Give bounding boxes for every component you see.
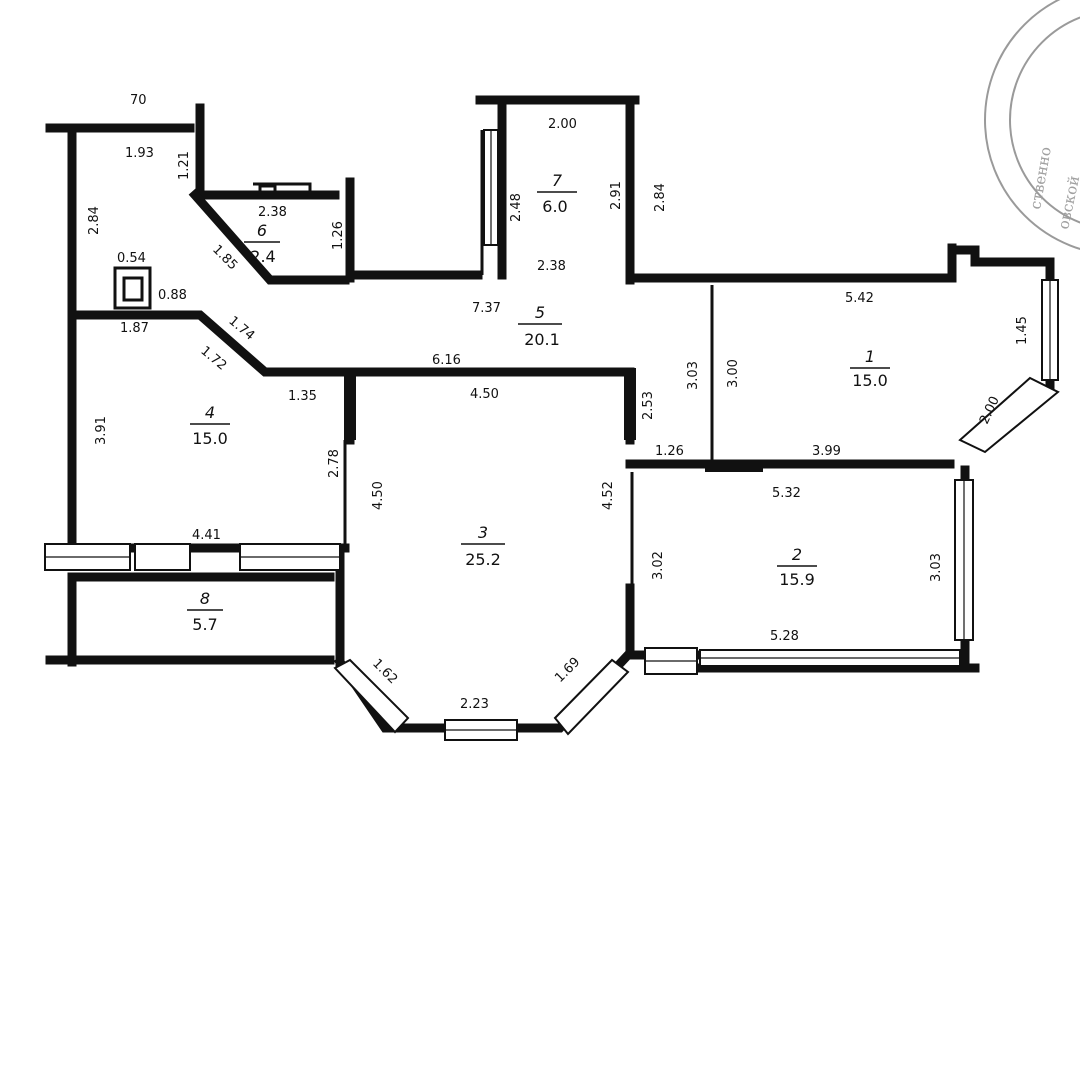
room-7-area: 6.0 [542, 197, 567, 216]
dim-3-91: 3.91 [94, 416, 109, 445]
seal-text-2: овской [1054, 174, 1080, 231]
dim-4-52: 4.52 [601, 481, 616, 510]
dim-7-37: 7.37 [472, 301, 501, 316]
door-room-3-right [624, 368, 636, 440]
room-5-area: 20.1 [524, 330, 560, 349]
dim-2-48: 2.48 [509, 193, 524, 222]
dim-3-99: 3.99 [812, 444, 841, 459]
dim-2-78: 2.78 [327, 449, 342, 478]
partitions [113, 130, 714, 585]
window-room-1-b [958, 376, 1060, 454]
room-7-number: 7 [552, 171, 563, 190]
room-4-number: 4 [205, 403, 215, 422]
dim-2-38-top: 2.38 [258, 205, 287, 220]
room-2-label: 2 15.9 [777, 545, 817, 589]
dim-4-50-left: 4.50 [371, 481, 386, 510]
dim-6-16: 6.16 [432, 353, 461, 368]
dim-5-42: 5.42 [845, 291, 874, 306]
dim-2-84-left: 2.84 [87, 206, 102, 235]
room-6-number: 6 [257, 221, 267, 240]
dim-1-45: 1.45 [1015, 316, 1030, 345]
room-1-label: 1 15.0 [850, 347, 890, 390]
dim-5-28: 5.28 [770, 629, 799, 644]
room-3-area: 25.2 [465, 550, 501, 569]
room-8-number: 8 [200, 589, 210, 608]
room-3-number: 3 [478, 523, 488, 542]
dim-70: 70 [130, 93, 147, 108]
dim-0-88: 0.88 [158, 288, 187, 303]
dim-3-02: 3.02 [651, 551, 666, 580]
window-room-3-left [333, 658, 410, 734]
door-room-2 [705, 460, 763, 472]
dim-5-32: 5.32 [772, 486, 801, 501]
dim-1-72: 1.72 [197, 344, 229, 374]
room-2-area: 15.9 [779, 570, 815, 589]
dim-2-53: 2.53 [641, 391, 656, 420]
room-6-area: 2.4 [250, 247, 275, 266]
room-8-label: 8 5.7 [187, 589, 223, 634]
door-room-3-left [344, 368, 356, 440]
room-1-number: 1 [865, 347, 875, 366]
dim-0-54: 0.54 [117, 251, 146, 266]
room-3-label: 3 25.2 [461, 523, 505, 569]
dim-1-21: 1.21 [177, 151, 192, 180]
dim-3-03-top: 3.03 [686, 361, 701, 390]
dim-3-03-right: 3.03 [929, 553, 944, 582]
dim-1-26-mid: 1.26 [655, 444, 684, 459]
dim-1-26-top: 1.26 [331, 221, 346, 250]
room-6-label: 6 2.4 [244, 221, 280, 266]
dim-3-00: 3.00 [726, 359, 741, 388]
dim-1-35: 1.35 [288, 389, 317, 404]
dim-4-41: 4.41 [192, 528, 221, 543]
room-8-area: 5.7 [192, 615, 217, 634]
dim-2-84-right: 2.84 [653, 183, 668, 212]
dim-2-91-top: 2.91 [609, 181, 624, 210]
room-7-label: 7 6.0 [537, 171, 577, 216]
dim-1-69: 1.69 [552, 655, 583, 686]
dim-2-00-top: 2.00 [548, 117, 577, 132]
seal-text-1: ственно [1026, 145, 1055, 210]
dim-1-93: 1.93 [125, 146, 154, 161]
dim-4-50-top: 4.50 [470, 387, 499, 402]
window-sashes [45, 130, 1051, 731]
dim-1-87: 1.87 [120, 321, 149, 336]
window-room-8-b [134, 543, 191, 571]
room-4-area: 15.0 [192, 429, 228, 448]
window-room-3-right [553, 658, 630, 736]
dim-2-38-bottom: 2.38 [537, 259, 566, 274]
room-4-label: 4 15.0 [190, 403, 230, 448]
stamp-seal: ственно овской [984, 0, 1080, 250]
room-5-number: 5 [535, 303, 545, 322]
room-1-area: 15.0 [852, 371, 888, 390]
room-5-label: 5 20.1 [518, 303, 562, 349]
room-2-number: 2 [792, 545, 802, 564]
room-labels: 1 15.0 2 15.9 3 25.2 4 15.0 5 20.1 6 2.4 [187, 171, 890, 634]
dim-2-23: 2.23 [460, 697, 489, 712]
